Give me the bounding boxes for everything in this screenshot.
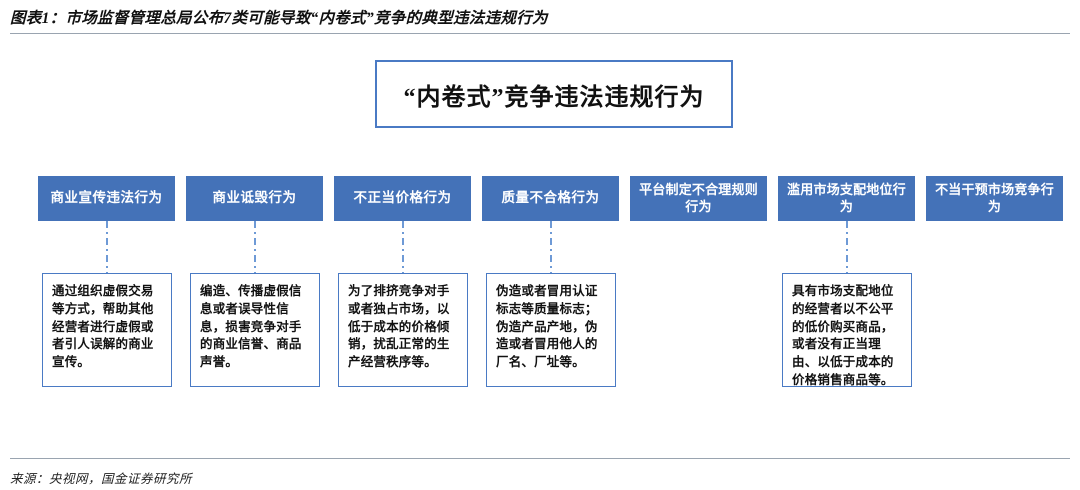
description-text-2: 编造、传播虚假信息或者误导性信息，损害竞争对手的商业信誉、商品声誉。 [200, 284, 302, 369]
category-label-6: 滥用市场支配地位行为 [787, 182, 906, 214]
title-divider [10, 33, 1070, 34]
description-box-6: 具有市场支配地位的经营者以不公平的低价购买商品，或者没有正当理由、以低于成本的价… [782, 273, 912, 387]
description-text-3: 为了排挤竞争对手或者独占市场，以低于成本的价格倾销，扰乱正常的生产经营秩序等。 [348, 284, 450, 369]
category-label-2: 商业诋毁行为 [212, 190, 297, 206]
description-box-3: 为了排挤竞争对手或者独占市场，以低于成本的价格倾销，扰乱正常的生产经营秩序等。 [338, 273, 468, 387]
node-column-5: 平台制定不合理规则行为 [630, 176, 767, 221]
node-column-6: 滥用市场支配地位行为 具有市场支配地位的经营者以不公平的低价购买商品，或者没有正… [778, 176, 915, 387]
category-box-1[interactable]: 商业宣传违法行为 [38, 176, 175, 221]
connector-line-1 [106, 221, 108, 273]
connector-line-4 [550, 221, 552, 273]
description-box-4: 伪造或者冒用认证标志等质量标志；伪造产品产地，伪造或者冒用他人的厂名、厂址等。 [486, 273, 616, 387]
description-text-1: 通过组织虚假交易等方式，帮助其他经营者进行虚假或者引人误解的商业宣传。 [52, 284, 154, 369]
category-box-3[interactable]: 不正当价格行为 [334, 176, 471, 221]
category-box-7[interactable]: 不当干预市场竞争行为 [926, 176, 1063, 221]
category-box-5[interactable]: 平台制定不合理规则行为 [630, 176, 767, 221]
page-title: 图表1：市场监督管理总局公布7类可能导致“内卷式”竞争的典型违法违规行为 [10, 10, 548, 27]
category-label-3: 不正当价格行为 [353, 190, 452, 206]
description-text-4: 伪造或者冒用认证标志等质量标志；伪造产品产地，伪造或者冒用他人的厂名、厂址等。 [496, 284, 598, 369]
category-box-6[interactable]: 滥用市场支配地位行为 [778, 176, 915, 221]
category-label-5: 平台制定不合理规则行为 [639, 182, 758, 214]
source-note: 来源：央视网，国金证券研究所 [10, 472, 193, 486]
category-label-1: 商业宣传违法行为 [50, 190, 163, 206]
root-node: “内卷式”竞争违法违规行为 [375, 60, 733, 128]
node-column-7: 不当干预市场竞争行为 [926, 176, 1063, 221]
category-box-2[interactable]: 商业诋毁行为 [186, 176, 323, 221]
category-label-4: 质量不合格行为 [501, 190, 600, 206]
description-box-1: 通过组织虚假交易等方式，帮助其他经营者进行虚假或者引人误解的商业宣传。 [42, 273, 172, 387]
footer-divider [10, 458, 1070, 459]
category-label-7: 不当干预市场竞争行为 [935, 182, 1054, 214]
connector-line-2 [254, 221, 256, 273]
node-column-1: 商业宣传违法行为 通过组织虚假交易等方式，帮助其他经营者进行虚假或者引人误解的商… [38, 176, 175, 387]
node-column-4: 质量不合格行为 伪造或者冒用认证标志等质量标志；伪造产品产地，伪造或者冒用他人的… [482, 176, 619, 387]
root-node-label: “内卷式”竞争违法违规行为 [403, 84, 705, 111]
node-column-2: 商业诋毁行为 编造、传播虚假信息或者误导性信息，损害竞争对手的商业信誉、商品声誉… [186, 176, 323, 387]
category-box-4[interactable]: 质量不合格行为 [482, 176, 619, 221]
connector-line-3 [402, 221, 404, 273]
node-column-3: 不正当价格行为 为了排挤竞争对手或者独占市场，以低于成本的价格倾销，扰乱正常的生… [334, 176, 471, 387]
description-box-2: 编造、传播虚假信息或者误导性信息，损害竞争对手的商业信誉、商品声誉。 [190, 273, 320, 387]
connector-line-6 [846, 221, 848, 273]
description-text-6: 具有市场支配地位的经营者以不公平的低价购买商品，或者没有正当理由、以低于成本的价… [792, 284, 894, 387]
